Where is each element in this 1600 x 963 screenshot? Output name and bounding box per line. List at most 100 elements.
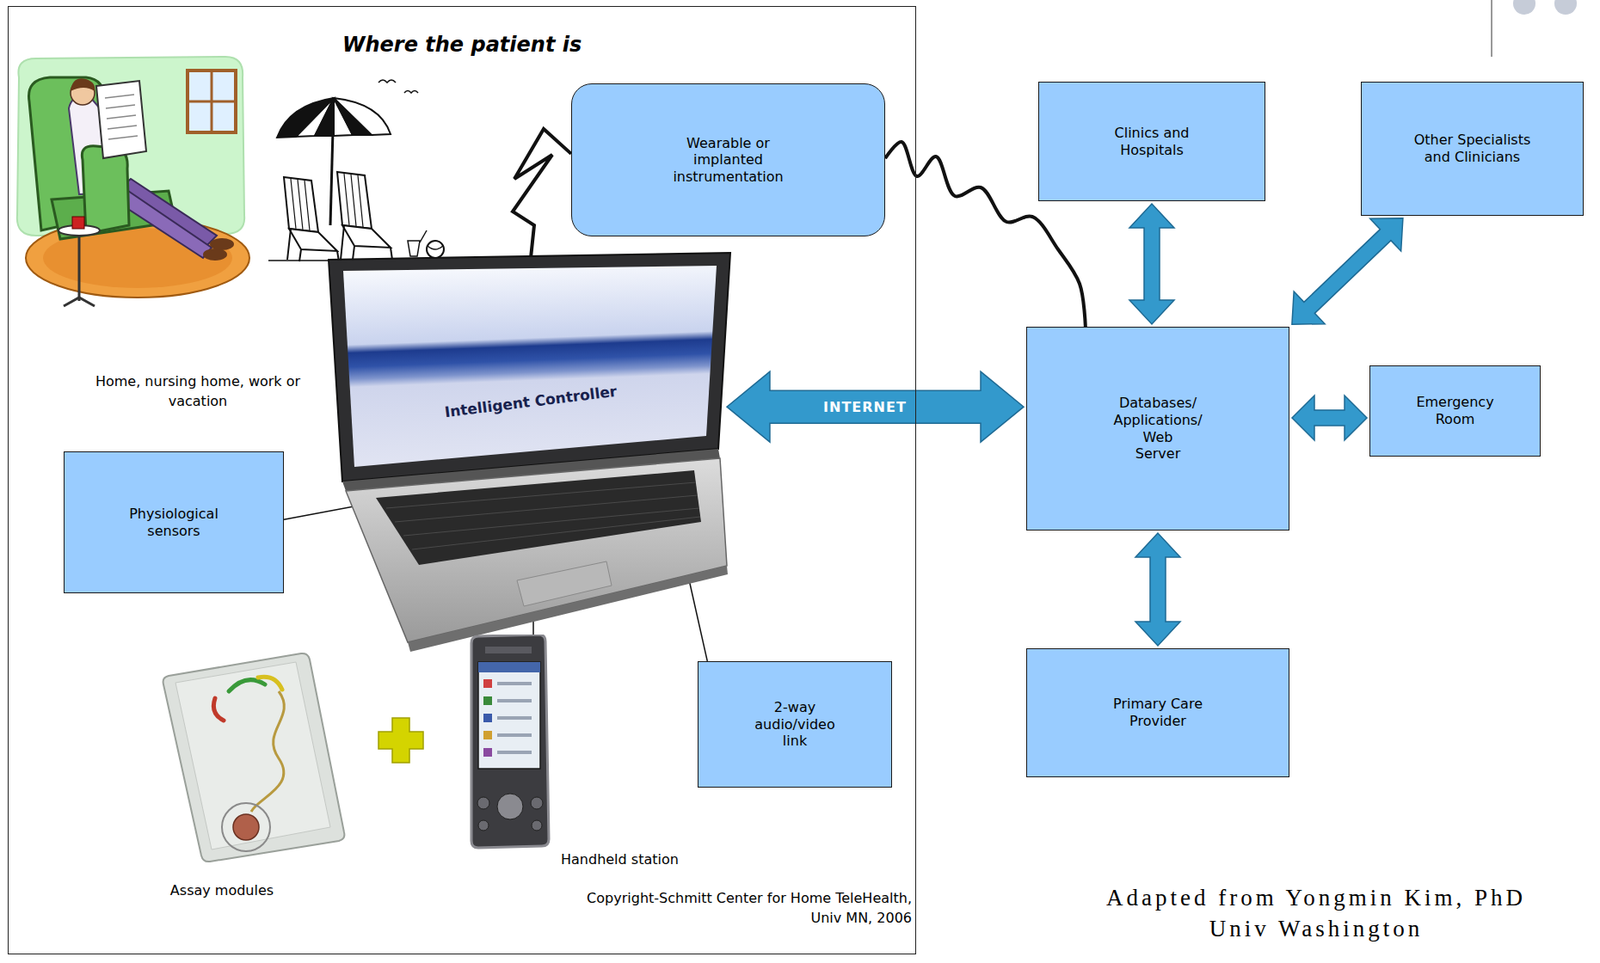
beach-illustration-part [283,177,319,233]
location-caption: Home, nursing home, work or vacation [68,371,327,412]
assay-module-illustration-part [228,680,265,692]
home-illustration-part [63,297,95,307]
beach-illustration-part [404,91,419,94]
laptop-drawing-part [386,482,701,550]
box-label: Emergency Room [1410,393,1501,428]
home-illustration-part [209,238,234,251]
beach-illustration-part [419,230,427,243]
block-arrow [1292,395,1367,441]
beach-illustration-part [295,98,334,137]
laptop-controller: Intelligent Controller [322,245,745,659]
device-caption: Handheld station [560,851,679,868]
laptop-drawing [322,245,745,659]
connector-line [688,575,708,662]
home-illustration-part [187,70,236,133]
beach-illustration-part [427,246,444,250]
handheld-drawing-part [483,713,493,723]
beach-illustration-part [407,240,420,257]
handheld-device: Handheld station [464,634,551,850]
process-box: Clinics and Hospitals [1038,81,1266,202]
region-outline: Where the patient is Wearable or implante… [7,6,917,955]
block-arrow [726,371,1024,443]
assay-module-illustration-part [233,814,259,841]
handheld-drawing-part [485,646,532,654]
assay-module-illustration-part [163,653,345,862]
beach-illustration-part [287,228,339,262]
box-label: 2-way audio/video link [746,699,844,751]
process-box: Other Specialists and Clinicians [1360,81,1584,216]
home-illustration-part [187,100,236,104]
handheld-drawing-part [477,797,490,810]
assay-module-illustration-part [258,676,283,690]
handheld-drawing-part [497,750,532,755]
beach-illustration-part [344,173,364,228]
credit-note: Adapted from Yongmin Kim, PhD Univ Washi… [1088,882,1545,946]
box-label: Databases/ Applications/ Web Server [1111,394,1205,462]
beach-illustration-part [333,98,391,136]
handheld-drawing-part [483,748,493,757]
assay-module-illustration [163,653,345,862]
beach-illustration-part [342,225,391,248]
handheld-drawing-part [530,797,543,810]
home-illustration-part [70,78,95,92]
home-illustration-part [203,248,228,261]
box-label: Wearable or implanted instrumentation [668,135,789,186]
beach-illustration-part [340,225,393,260]
server-box: Databases/ Applications/ Web Server [1026,326,1290,531]
handheld-drawing-part [497,682,532,686]
home-illustration-part [81,146,130,234]
handheld-drawing-part [483,731,493,740]
handheld-drawing-part [471,634,549,849]
corner-decoration-part [1490,0,1492,57]
handheld-drawing-part [478,662,541,673]
beach-illustration-part [337,172,372,229]
plus-symbol-part [378,718,424,764]
beach-illustration [268,80,455,262]
region-title: Where the patient is [342,32,582,57]
handheld-drawing-part [483,679,493,689]
box-label: Other Specialists and Clinicians [1407,131,1539,166]
assay-module-illustration-part [251,691,284,813]
handheld-drawing-part [478,662,541,770]
beach-illustration-part [378,80,396,83]
home-illustration-part [25,218,250,298]
home-illustration-part [78,230,81,302]
rounded-box: Wearable or implanted instrumentation [571,83,886,237]
copyright-note: Copyright-Schmitt Center for Home TeleHe… [557,888,912,929]
assay-module-illustration-part [175,662,331,850]
home-illustration [17,56,250,307]
block-arrow [1129,203,1175,325]
home-illustration-part [104,94,138,140]
handheld-drawing-part [497,716,532,720]
home-illustration-part [72,216,85,229]
handheld-drawing [464,634,551,850]
home-illustration-part [96,80,147,159]
laptop-drawing-part [328,252,731,482]
laptop-drawing-part [375,470,702,566]
handheld-drawing-part [497,699,532,703]
corner-decoration-part [1554,0,1577,15]
block-arrow [1292,218,1404,325]
handheld-drawing-part [497,793,524,820]
beach-illustration-part [426,240,444,259]
handheld-drawing-part [478,820,489,831]
handheld-drawing-part [483,696,493,706]
process-box: Primary Care Provider [1026,648,1290,778]
beach-illustration-part [314,98,334,136]
box-label: Primary Care Provider [1107,695,1209,730]
process-box: 2-way audio/video link [697,661,893,788]
corner-decoration-part [1513,0,1536,15]
box-label: Physiological sensors [123,505,225,540]
block-arrow [1135,533,1181,647]
edge-label: INTERNET [823,399,907,416]
handheld-drawing-part [531,820,542,831]
beach-illustration-part [276,98,334,138]
beach-illustration-part [290,178,310,231]
plus-symbol [378,718,424,764]
handheld-drawing-part [497,733,532,738]
assay-module-illustration-part [221,803,271,852]
process-box: Emergency Room [1369,365,1541,457]
process-box: Physiological sensors [63,451,284,594]
corner-decoration [1491,0,1577,57]
